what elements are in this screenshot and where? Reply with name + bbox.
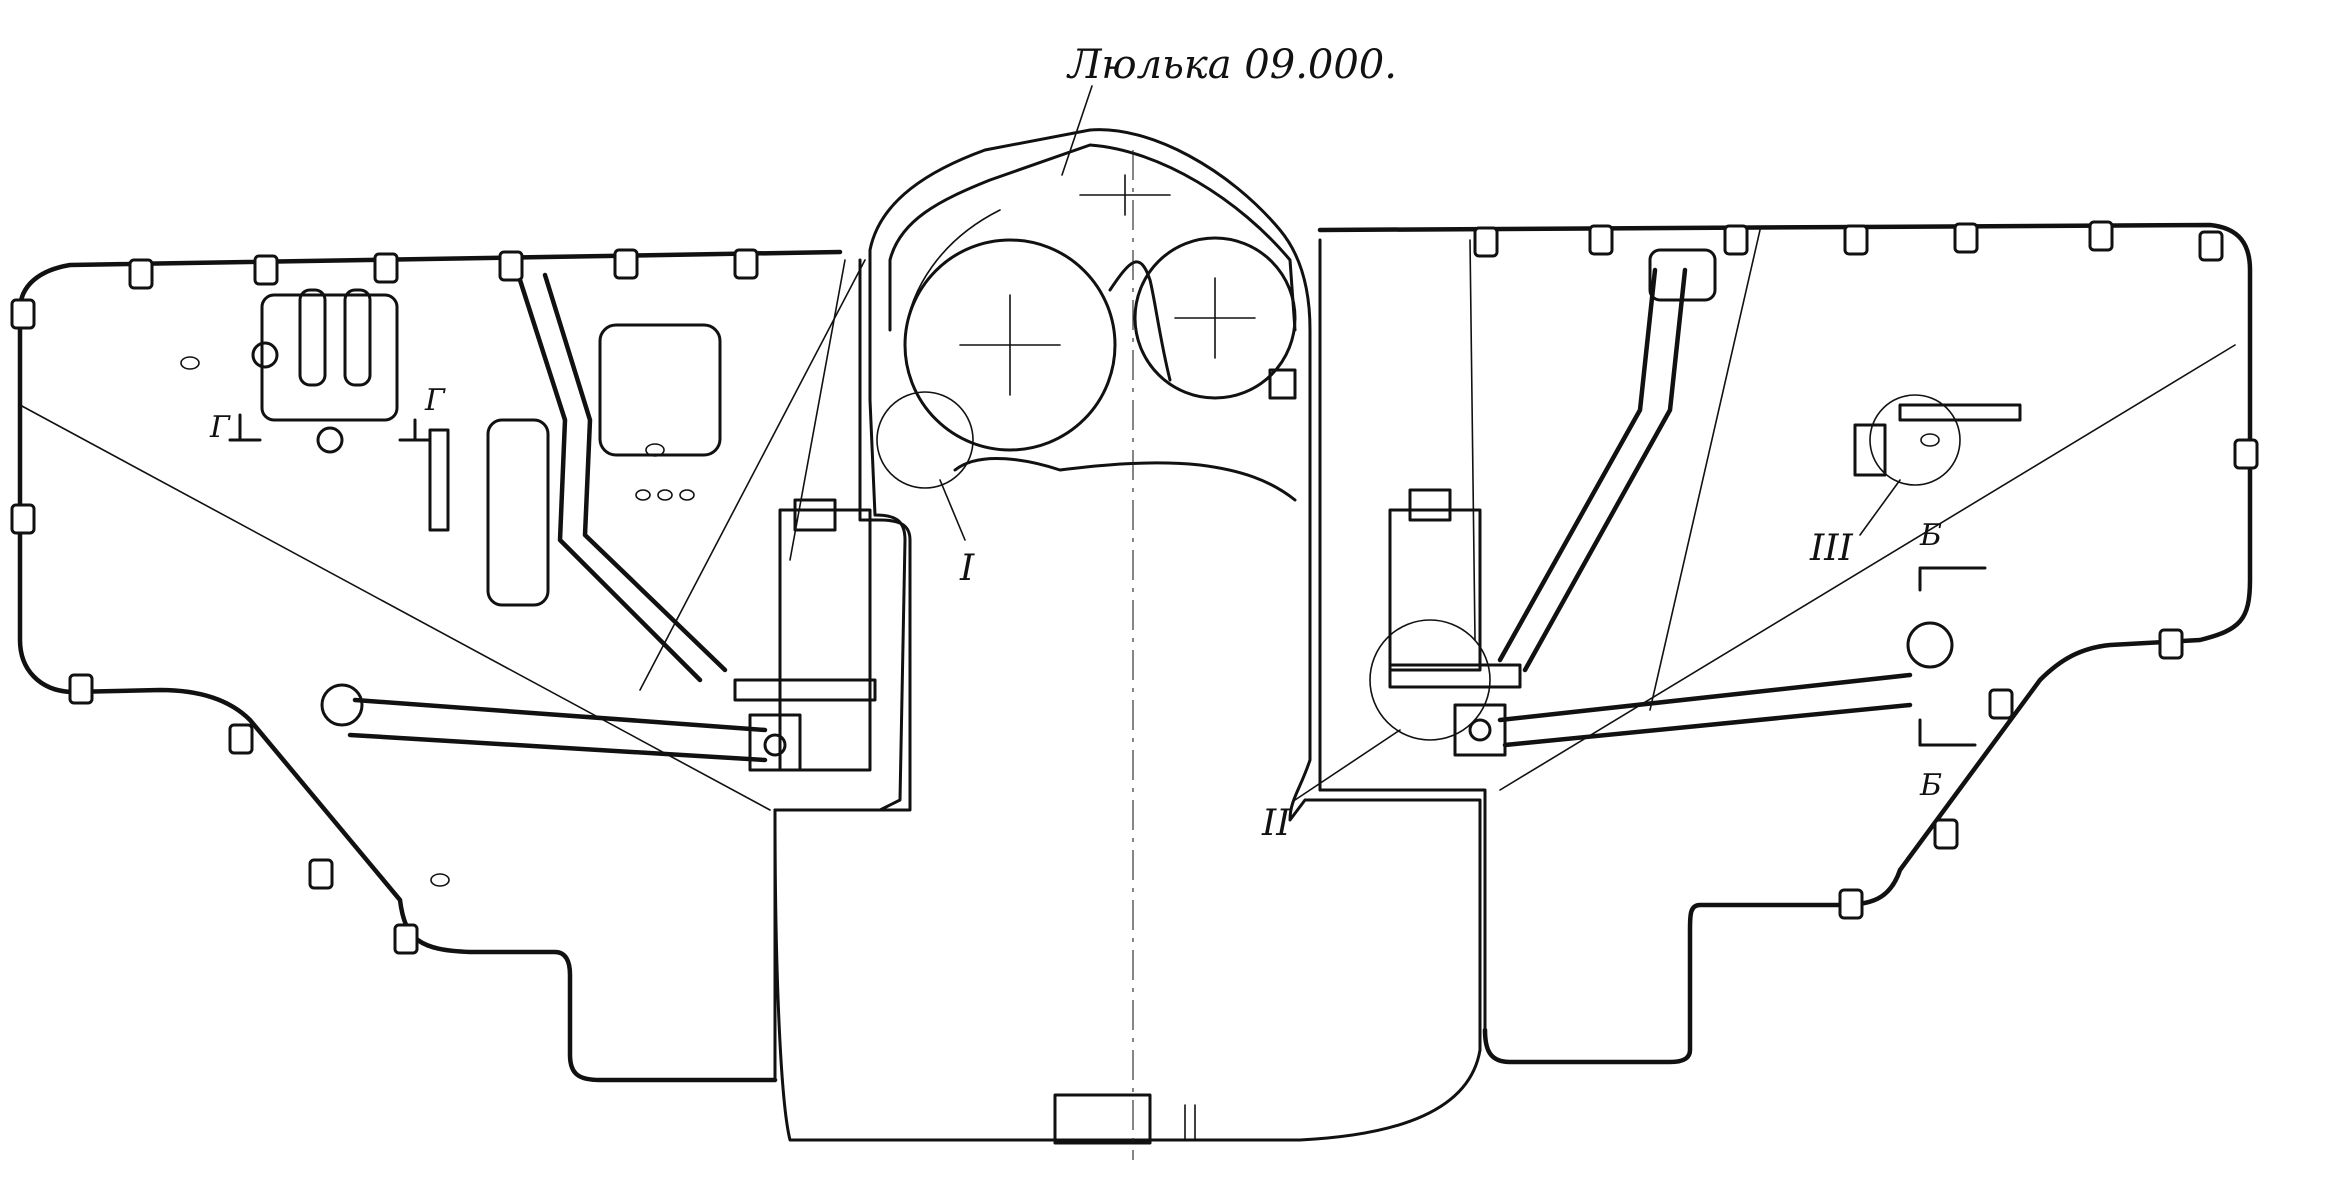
left-wing: Г Г [10, 248, 912, 1083]
title-leader-line [1061, 85, 1093, 176]
tank-box [598, 323, 722, 457]
view-iii-label: III [1809, 528, 1853, 569]
right-wing: Б Б [1317, 220, 2259, 1065]
filter-block [260, 293, 399, 422]
section-g-left-label: Г [209, 410, 231, 445]
section-g-right-label: Г [424, 383, 446, 418]
section-b-bottom-label: Б [1919, 768, 1942, 803]
detail-callout-iii: III [1809, 394, 1961, 569]
central-cradle [773, 128, 1482, 1160]
section-b-top-label: Б [1919, 518, 1942, 553]
right-drum [1133, 236, 1297, 400]
pump-box [486, 418, 550, 607]
left-drum [903, 238, 1117, 452]
title-label: Люлька 09.000. [1066, 42, 1397, 88]
view-ii-label: II [1261, 803, 1291, 844]
view-i-label: I [959, 548, 975, 589]
detail-callout-i: I [876, 391, 975, 589]
detail-callout-ii: II [1261, 619, 1491, 844]
